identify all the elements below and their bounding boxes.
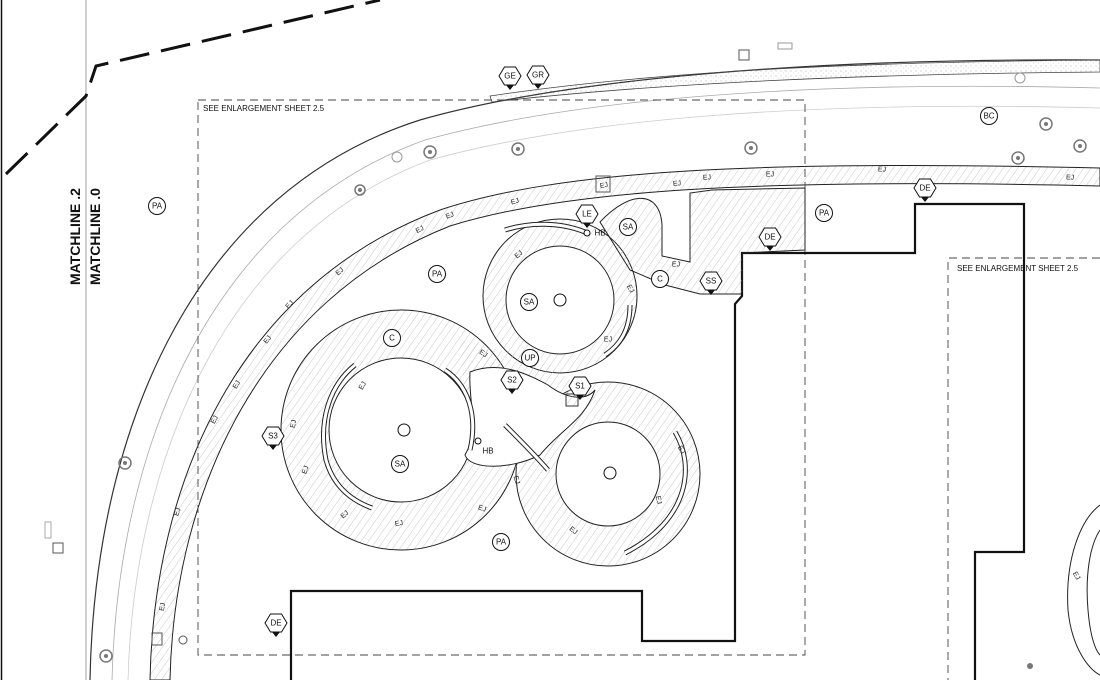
svg-text:S1: S1 [575, 382, 585, 391]
circle-tag-sa: SA [619, 218, 637, 236]
plaza-partial-right [1067, 504, 1100, 676]
property-line [4, 0, 381, 176]
hose-bib-label-2: HB [482, 447, 493, 456]
road-edge-outer-2 [111, 85, 1100, 680]
expansion-joint-label: EJ [654, 495, 662, 504]
site-fixtures [44, 42, 1087, 669]
road-edge-outer-3 [127, 105, 1100, 680]
diamond-tag-le: LE [575, 204, 599, 228]
diamond-tag-s2: S2 [500, 370, 524, 394]
expansion-joint-label: EJ [335, 267, 346, 278]
circle-tag-pa: PA [492, 533, 510, 551]
svg-text:LE: LE [582, 210, 592, 219]
enlargement-box-right [947, 257, 1100, 680]
diamond-tag-s1: S1 [568, 376, 592, 400]
curb-band [489, 59, 1100, 103]
expansion-joint-label: EJ [173, 507, 182, 517]
circle-tag-sa: SA [391, 455, 409, 473]
svg-text:PA: PA [432, 270, 443, 279]
enlargement-note-left: SEE ENLARGEMENT SHEET 2.5 [203, 104, 325, 113]
svg-text:DE: DE [764, 233, 775, 242]
svg-text:SA: SA [395, 460, 406, 469]
expansion-joint-label: EJ [301, 465, 310, 475]
expansion-joint-label: EJ [285, 300, 296, 311]
diamond-tag-s3: S3 [261, 426, 285, 450]
circle-tag-pa: PA [428, 265, 446, 283]
expansion-joint-label: EJ [445, 211, 455, 221]
expansion-joint-label: EJ [514, 250, 525, 261]
circle-tag-bc: BC [980, 107, 998, 125]
expansion-joint-label: EJ [1071, 571, 1081, 582]
matchline-label-2: MATCHLINE .2 [67, 188, 83, 285]
connector-walk [599, 187, 806, 295]
plaza-paving [280, 218, 701, 567]
expansion-joint-label: EJ [159, 602, 167, 611]
expansion-joint-label: EJ [604, 337, 612, 344]
expansion-joint-label: EJ [676, 445, 686, 456]
svg-text:S3: S3 [268, 432, 278, 441]
diamond-tag-de: DE [264, 613, 288, 637]
svg-text:DE: DE [270, 619, 281, 628]
expansion-joint-label: EJ [672, 262, 680, 269]
svg-text:SA: SA [623, 223, 634, 232]
expansion-joint-label: EJ [673, 180, 682, 188]
matchline-label-0: MATCHLINE .0 [87, 188, 103, 285]
diamond-tag-ss: SS [699, 271, 723, 295]
walkway-band [149, 164, 1100, 680]
circle-tag-pa: PA [148, 197, 166, 215]
svg-text:C: C [389, 334, 395, 343]
diamond-tag-de: DE [913, 178, 937, 202]
road-edge-outer [89, 59, 1100, 680]
expansion-joint-label: EJ [766, 172, 774, 179]
expansion-joint-label: EJ [568, 526, 579, 537]
svg-text:BC: BC [983, 112, 994, 121]
expansion-joint-label: EJ [878, 166, 886, 173]
svg-text:PA: PA [496, 538, 507, 547]
expansion-joint-label: EJ [358, 381, 368, 392]
expansion-joint-label: EJ [625, 284, 635, 295]
expansion-joint-label: EJ [290, 419, 298, 428]
svg-text:GR: GR [532, 71, 544, 80]
diamond-tag-de: DE [758, 227, 782, 251]
expansion-joint-label: EJ [599, 182, 608, 190]
svg-text:SS: SS [706, 277, 717, 286]
expansion-joint-label: EJ [478, 349, 489, 359]
svg-text:UP: UP [524, 354, 535, 363]
circle-tag-c: C [383, 329, 401, 347]
expansion-joint-label: EJ [477, 504, 487, 513]
svg-text:S2: S2 [507, 376, 517, 385]
expansion-joint-labels: EJ EJ EJ EJ EJ EJ EJ EJ EJ EJ EJ EJ EJ EJ EJ EJ EJ EJ EJ EJ… [159, 166, 1081, 611]
expansion-joint-label: EJ [415, 225, 426, 235]
svg-text:DE: DE [919, 184, 930, 193]
svg-text:PA: PA [152, 202, 163, 211]
expansion-joint-label: EJ [340, 510, 351, 521]
expansion-joint-label: EJ [394, 520, 403, 528]
svg-text:C: C [657, 275, 663, 284]
expansion-joint-label: EJ [1066, 174, 1075, 182]
svg-text:SA: SA [524, 298, 535, 307]
diamond-tag-ge: GE [498, 66, 522, 90]
hose-bib-label-1: HB [594, 229, 605, 238]
circle-tag-up: UP [521, 349, 539, 367]
svg-text:GE: GE [504, 72, 516, 81]
expansion-joint-label: EJ [263, 335, 274, 346]
expansion-joint-label: EJ [210, 415, 220, 426]
expansion-joint-label: EJ [232, 380, 242, 391]
svg-text:PA: PA [819, 209, 830, 218]
circle-tag-sa: SA [520, 293, 538, 311]
expansion-joint-label: EJ [512, 475, 521, 485]
plaza-partial-right-inner [1086, 529, 1100, 656]
diamond-tag-gr: GR [526, 65, 550, 89]
circle-tag-c: C [651, 270, 669, 288]
circle-tags: PA PA PA PA SA SA SA C C UP BC [148, 107, 998, 551]
expansion-joint-label: EJ [703, 174, 712, 181]
expansion-joint-label: EJ [510, 198, 520, 207]
circle-tag-pa: PA [815, 204, 833, 222]
enlargement-note-right: SEE ENLARGEMENT SHEET 2.5 [957, 264, 1079, 273]
enlargement-box-left [197, 99, 806, 656]
